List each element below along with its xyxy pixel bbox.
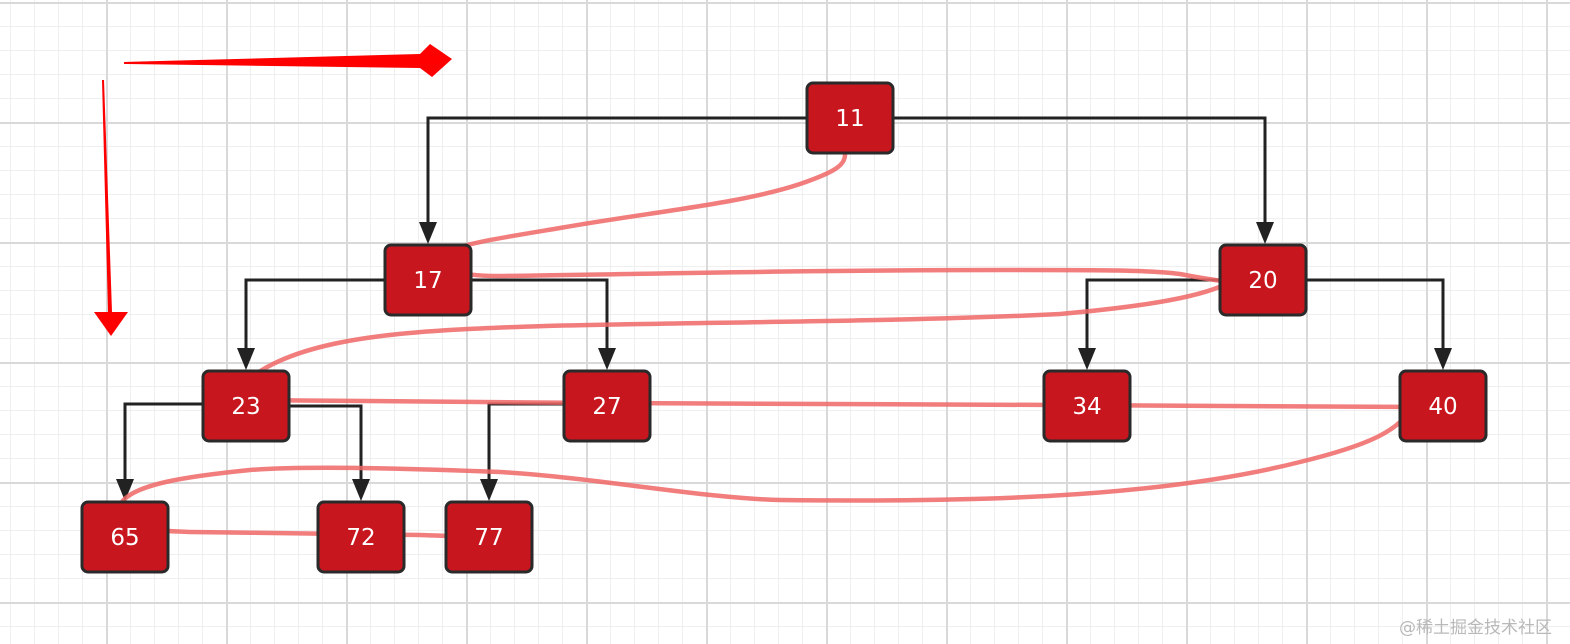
node-box (383, 243, 473, 317)
node-label: 17 (413, 268, 442, 294)
vertical-direction-arrow (94, 80, 128, 336)
edge-line (123, 402, 203, 483)
node-label: 77 (474, 525, 503, 551)
node-20: 20 (1218, 243, 1308, 317)
tree-edges (116, 116, 1452, 501)
horizontal-direction-arrow (124, 44, 452, 77)
edge-line (426, 116, 807, 226)
edge-line (1306, 278, 1445, 352)
edge-line (471, 278, 609, 352)
edge-17-to-23 (237, 278, 385, 370)
node-65: 65 (80, 500, 170, 574)
edge-27-to-77 (480, 402, 564, 501)
edge-11-to-20 (893, 116, 1274, 244)
edge-20-to-34 (1078, 278, 1220, 370)
edge-arrowhead (598, 348, 616, 370)
traversal-trace (116, 150, 1415, 540)
edge-line (244, 278, 385, 352)
node-17: 17 (383, 243, 473, 317)
edge-line (1085, 278, 1220, 352)
node-label: 65 (110, 525, 139, 551)
node-77: 77 (444, 500, 534, 574)
edge-arrowhead (419, 222, 437, 244)
tree-nodes: 11 17 20 23 27 34 40 65 72 77 (80, 81, 1488, 574)
trace-23-to-40 (237, 397, 1415, 410)
node-box (80, 500, 170, 574)
trace-40-to-65 (117, 404, 1415, 508)
watermark-text: @稀土掘金技术社区 (1399, 618, 1552, 638)
edge-23-to-72 (289, 404, 370, 501)
edge-arrowhead (352, 479, 370, 501)
node-box (1042, 369, 1132, 443)
node-label: 72 (346, 525, 375, 551)
node-box (444, 500, 534, 574)
node-box (805, 81, 895, 155)
edge-arrowhead (1078, 348, 1096, 370)
node-label: 11 (835, 106, 864, 132)
node-72: 72 (316, 500, 406, 574)
node-box (562, 369, 652, 443)
trace-65-to-77 (116, 502, 493, 540)
node-label: 23 (231, 394, 260, 420)
node-box (1398, 369, 1488, 443)
node-box (201, 369, 291, 443)
node-27: 27 (562, 369, 652, 443)
node-label: 34 (1072, 394, 1101, 420)
edge-11-to-17 (419, 116, 807, 244)
edge-17-to-27 (471, 278, 616, 370)
node-34: 34 (1042, 369, 1132, 443)
node-23: 23 (201, 369, 291, 443)
direction-arrows (94, 44, 452, 336)
edge-line (893, 116, 1267, 226)
node-label: 27 (592, 394, 621, 420)
node-label: 40 (1428, 394, 1457, 420)
node-box (1218, 243, 1308, 317)
edge-20-to-40 (1306, 278, 1452, 370)
node-label: 20 (1248, 268, 1277, 294)
edge-23-to-65 (116, 402, 203, 501)
trace-20-to-23 (237, 279, 1233, 403)
node-box (316, 500, 406, 574)
trace-17-to-20 (441, 250, 1233, 285)
trace-11-to-17 (442, 150, 848, 256)
node-11: 11 (805, 81, 895, 155)
edge-arrowhead (1434, 348, 1452, 370)
node-40: 40 (1398, 369, 1488, 443)
edge-arrowhead (1256, 222, 1274, 244)
edge-arrowhead (116, 479, 134, 501)
edge-line (289, 404, 363, 483)
edge-arrowhead (237, 348, 255, 370)
edge-arrowhead (480, 479, 498, 501)
